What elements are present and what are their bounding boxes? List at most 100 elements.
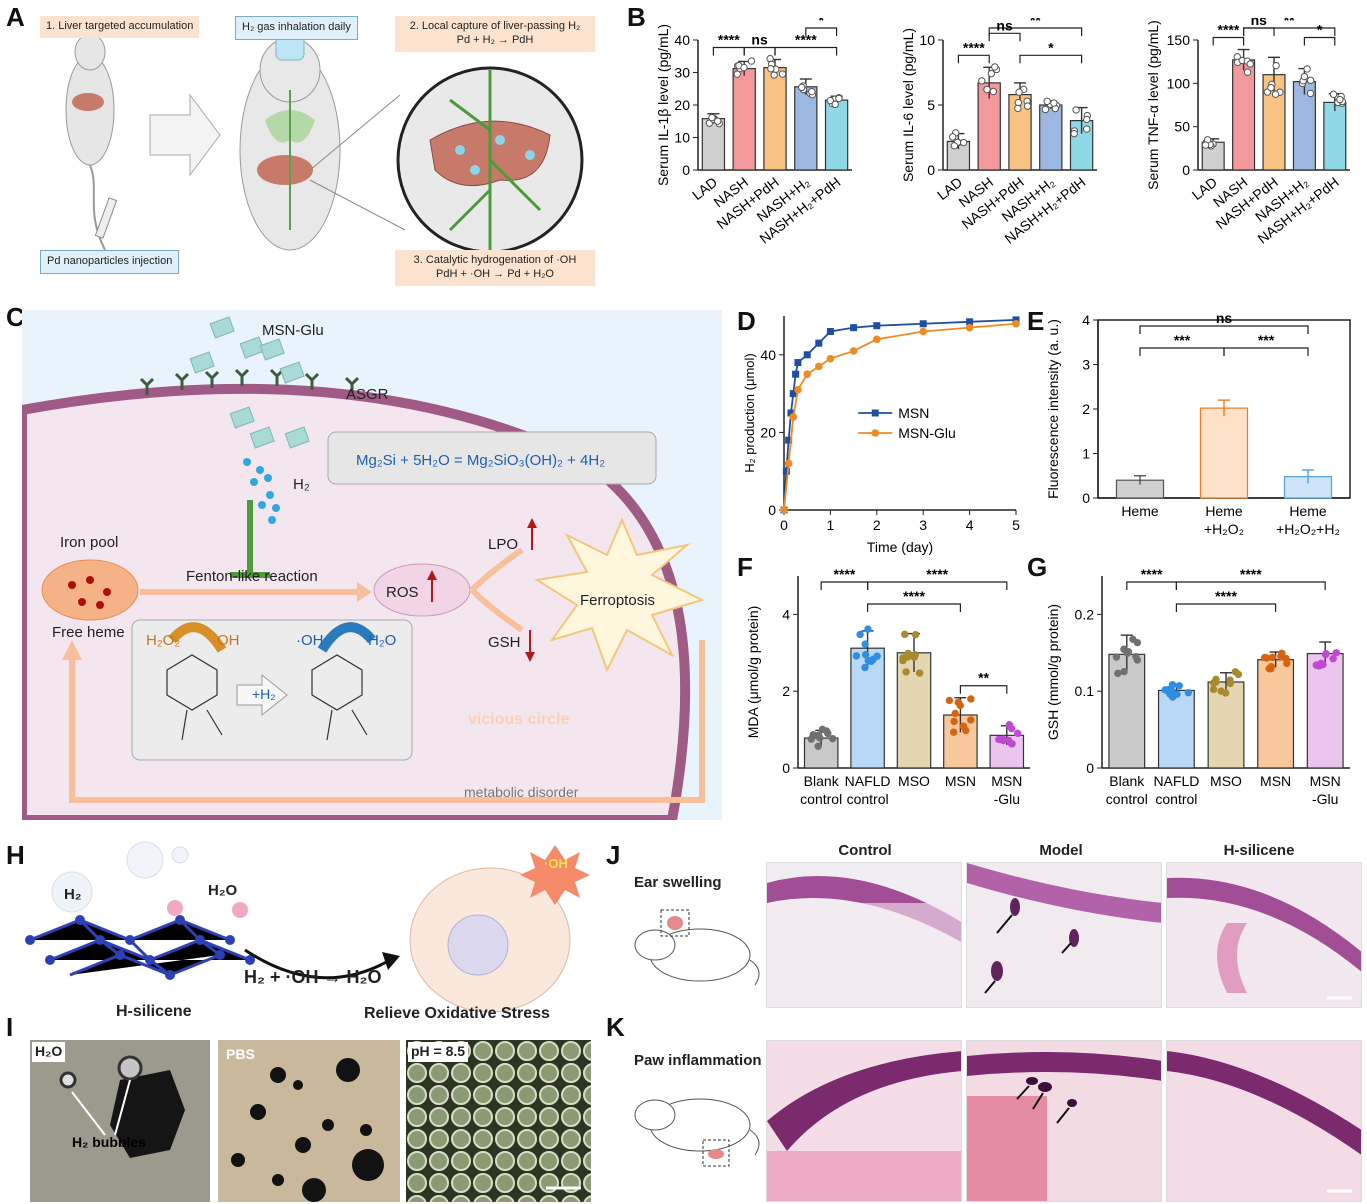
data-point xyxy=(911,651,919,659)
col-title-control: Control xyxy=(838,842,892,859)
x-tick-label: MSN xyxy=(1260,773,1291,789)
data-point xyxy=(1165,685,1173,694)
significance-bracket xyxy=(712,46,745,56)
data-point xyxy=(873,652,881,660)
significance-label: **** xyxy=(903,588,925,604)
data-point xyxy=(1300,72,1309,81)
data-point xyxy=(1072,106,1080,114)
h2-label: H₂ xyxy=(293,476,310,493)
x-tick-label: control xyxy=(1155,791,1197,807)
y-tick-label: 3 xyxy=(1082,357,1090,373)
data-point xyxy=(902,668,910,676)
panel-label-a: A xyxy=(6,2,25,32)
step3-box: 3. Catalytic hydrogenation of ·OH PdH + … xyxy=(395,250,595,286)
data-point xyxy=(1132,652,1140,661)
free-heme-label: Free heme xyxy=(52,624,125,641)
data-point xyxy=(784,459,793,468)
y-axis-label: Serum IL-1β level (pg/mL) xyxy=(655,24,671,186)
significance-label: * xyxy=(818,18,824,28)
micro-h2o-label: H₂O xyxy=(32,1042,66,1062)
data-point xyxy=(1329,655,1337,663)
ear-mouse-sketch xyxy=(634,909,760,986)
x-tick-label: control xyxy=(1106,791,1148,807)
y-tick-label: 0 xyxy=(1086,760,1094,776)
data-point xyxy=(873,322,881,330)
oh-star-label: ·OH xyxy=(544,856,568,871)
legend-label: MSN xyxy=(898,405,929,421)
plus-h2-label: +H₂ xyxy=(252,686,276,702)
panel-h: H₂ H₂O ·OH H₂ + ·OH → H₂O H-silicene Rel… xyxy=(20,840,590,1022)
data-point xyxy=(966,318,974,326)
bar xyxy=(763,67,787,171)
significance-label: **** xyxy=(1141,566,1163,582)
data-point xyxy=(789,390,797,398)
y-axis-label: Serum IL-6 level (pg/mL) xyxy=(900,28,916,182)
legend-marker xyxy=(871,429,880,437)
step1-box: 1. Liver targeted accumulation xyxy=(40,16,200,38)
panel-a: 1. Liver targeted accumulation H₂ gas in… xyxy=(30,10,600,290)
data-point xyxy=(1283,659,1291,668)
data-point xyxy=(809,731,818,739)
msn-glu-label: MSN-Glu xyxy=(262,322,324,339)
data-point xyxy=(945,696,954,705)
significance-label: *** xyxy=(1174,332,1191,348)
significance-label: ns xyxy=(996,18,1013,33)
data-point xyxy=(1041,105,1050,114)
data-point xyxy=(987,69,996,78)
y-tick-label: 20 xyxy=(760,424,776,440)
data-point xyxy=(1013,729,1022,738)
panel-label-g: G xyxy=(1027,552,1048,582)
significance-bracket xyxy=(1019,54,1083,64)
data-point xyxy=(1112,653,1121,661)
significance-bracket xyxy=(1175,581,1326,590)
data-point xyxy=(954,698,963,707)
significance-bracket xyxy=(774,46,838,56)
paw-inflammation-caption: Paw inflammation xyxy=(634,1052,762,1069)
x-axis-label: Time (day) xyxy=(867,539,933,555)
x-tick-label: -Glu xyxy=(1312,791,1338,807)
significance-bracket xyxy=(743,46,776,56)
significance-bracket xyxy=(957,54,990,64)
data-point xyxy=(789,413,798,421)
h2-label-h: H₂ xyxy=(64,886,82,903)
panel-label-d: D xyxy=(737,306,756,336)
relieve-label: Relieve Oxidative Stress xyxy=(364,1005,550,1022)
bar xyxy=(824,99,849,171)
significance-label: * xyxy=(1317,22,1323,38)
histo-ear-model xyxy=(966,862,1162,1008)
data-point xyxy=(1234,670,1243,679)
data-point xyxy=(831,100,839,109)
y-tick-label: 0.2 xyxy=(1075,606,1095,622)
data-point xyxy=(1175,682,1183,690)
y-tick-label: 150 xyxy=(1167,32,1191,48)
significance-bracket xyxy=(988,32,1021,42)
panel-label-h: H xyxy=(6,840,25,870)
h2o2-label: H₂O₂ xyxy=(146,632,181,649)
data-point xyxy=(951,709,959,718)
y-axis-label: H₂ production (μmol) xyxy=(742,353,757,472)
step2-line2: Pd + H₂ → PdH xyxy=(456,33,534,46)
x-tick-label: Blank xyxy=(1109,773,1145,789)
significance-label: **** xyxy=(795,32,817,48)
lpo-label: LPO xyxy=(488,536,519,553)
equation-text: Mg₂Si + 5H₂O = Mg₂SiO₃(OH)₂ + 4H₂ xyxy=(356,452,606,469)
x-tick-label: +H₂O₂ xyxy=(1204,521,1244,537)
y-tick-label: 0 xyxy=(1182,162,1190,178)
injection-box: Pd nanoparticles injection xyxy=(40,250,180,274)
asgr-label: ASGR xyxy=(346,386,389,403)
data-point xyxy=(803,370,811,378)
data-point xyxy=(1226,679,1234,688)
data-point xyxy=(782,467,790,475)
y-tick-label: 100 xyxy=(1167,75,1191,91)
data-point xyxy=(1262,654,1271,662)
data-point xyxy=(915,669,924,677)
data-point xyxy=(816,734,824,742)
significance-bracket xyxy=(1212,36,1245,46)
data-point xyxy=(852,652,861,660)
data-point xyxy=(1321,650,1330,659)
series-line xyxy=(783,322,1017,511)
micro-pbs: PBS xyxy=(218,1040,400,1202)
histo-paw-control xyxy=(766,1040,962,1202)
significance-label: ** xyxy=(1030,18,1041,28)
y-tick-label: 0 xyxy=(782,760,790,776)
